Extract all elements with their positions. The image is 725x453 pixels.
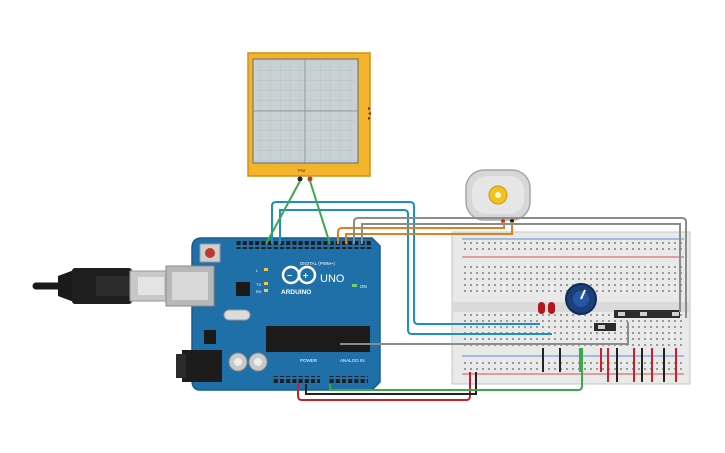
plotter-terminal-1[interactable] [297,176,303,182]
xy-plotter[interactable]: ▲▼▲ Pwr [247,52,372,182]
slide-switch-3[interactable] [636,310,658,318]
slide-switch-1[interactable] [594,323,616,331]
led-1[interactable] [538,302,545,314]
breadboard-jumpers[interactable] [542,348,677,382]
crystal [223,309,251,321]
power-header-label: POWER [300,358,318,363]
l-led-label: L [256,268,259,273]
rx-label: RX [256,289,262,294]
plotter-bottom-label: Pwr [298,168,306,173]
plotter-terminal-2[interactable] [307,176,313,182]
power-jack [182,350,222,382]
usb-cable[interactable] [32,268,171,304]
usb-chip [236,282,250,296]
digital-header-label: DIGITAL (PWM~) [300,261,335,266]
slide-switch-2[interactable] [614,310,636,318]
tx-label: TX [256,282,261,287]
digital-header[interactable] [236,240,372,249]
voltage-regulator [204,330,216,344]
led-2[interactable] [548,302,555,314]
arduino-uno-board[interactable]: − + ARDUINO UNO DIGITAL (PWM~) ON TX RX … [165,237,381,391]
on-led-label: ON [360,284,367,289]
plotter-side-label: ▲▼▲ [366,106,372,121]
brand-label: ARDUINO [281,289,311,296]
model-label: UNO [320,273,345,285]
dc-motor[interactable] [465,169,531,223]
analog-header[interactable] [328,376,368,385]
atmega-chip [266,326,370,352]
svg-text:−: − [287,271,292,281]
arduino-logo: − + [281,265,317,285]
analog-header-label: ANALOG IN [340,358,365,363]
wires[interactable] [265,180,687,401]
potentiometer[interactable] [565,283,597,315]
power-header[interactable] [272,376,320,385]
svg-text:+: + [303,271,308,281]
slide-switch-4[interactable] [658,310,680,318]
